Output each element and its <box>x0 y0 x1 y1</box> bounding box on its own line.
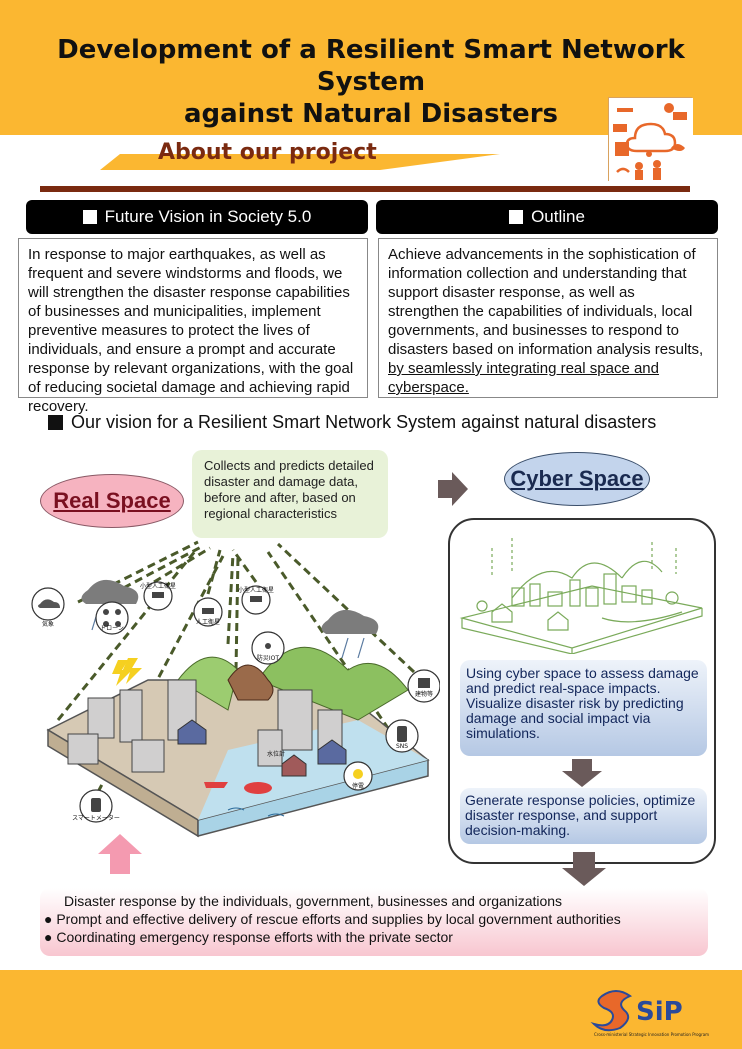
title-line-2: against Natural Disasters <box>183 99 558 129</box>
small-satellite-label-1: 小型人工衛星 <box>140 582 176 590</box>
outline-body: Achieve advancements in the sophisticati… <box>388 246 704 358</box>
about-highlight-bar <box>100 154 500 170</box>
sip-logo-subtitle: Cross-ministerial Strategic Innovation P… <box>594 1032 709 1037</box>
real-space-city-illustration: 気象 ドローン 小型人工衛星 人工衛星 小型人工衛星 防災IOT 建物等 SNS… <box>31 540 440 838</box>
vision-heading-row: Our vision for a Resilient Smart Network… <box>48 412 656 433</box>
real-space-label: Real Space <box>40 474 184 528</box>
section-divider <box>40 186 690 192</box>
cyber-space-text: Cyber Space <box>510 466 644 491</box>
cyber-city-illustration <box>459 538 703 654</box>
sip-logo-text: SiP <box>636 997 683 1027</box>
square-bullet-icon <box>48 415 63 430</box>
buildings-label: 建物等 <box>415 690 433 698</box>
sip-logo: SiP Cross-ministerial Strategic Innovati… <box>590 982 710 1040</box>
disaster-icon-illustration <box>608 97 693 182</box>
cyber-space-label: Cyber Space <box>504 452 650 506</box>
cyber-box1-text: Using cyber space to assess damage and p… <box>466 665 699 741</box>
small-satellite-label-2: 小型人工衛星 <box>238 586 274 594</box>
response-bullet: ● Prompt and effective delivery of rescu… <box>44 911 621 927</box>
iot-label: 防災IOT <box>257 654 279 662</box>
square-bullet-icon <box>509 210 524 224</box>
response-bullet: ● Coordinating emergency response effort… <box>44 929 453 945</box>
outline-header: Outline <box>376 200 718 234</box>
down-arrow-icon <box>562 852 606 886</box>
power-outage-label: 停電 <box>352 782 364 790</box>
drone-label: ドローン <box>100 625 124 632</box>
satellite-label: 人工衛星 <box>196 618 220 626</box>
about-heading: About our project <box>158 140 377 165</box>
right-arrow-icon <box>438 472 468 506</box>
outline-panel: Achieve advancements in the sophisticati… <box>378 238 718 398</box>
future-vision-panel: In response to major earthquakes, as wel… <box>18 238 368 415</box>
cyber-assessment-box: Using cyber space to assess damage and p… <box>460 660 707 756</box>
outline-body-underlined: by seamlessly integrating real space and… <box>388 360 659 396</box>
disaster-response-lead: Disaster response by the individuals, go… <box>64 893 563 909</box>
future-vision-heading: Future Vision in Society 5.0 <box>104 207 312 226</box>
collect-box: Collects and predicts detailed disaster … <box>192 450 388 538</box>
square-bullet-icon <box>82 210 97 224</box>
future-vision-body: In response to major earthquakes, as wel… <box>28 246 354 415</box>
page-title: Development of a Resilient Smart Network… <box>0 34 742 130</box>
water-gauge-label: 水位計 <box>267 750 285 758</box>
disaster-response-box: Disaster response by the individuals, go… <box>40 888 708 956</box>
cyber-response-box: Generate response policies, optimize dis… <box>460 788 707 844</box>
sns-label: SNS <box>396 743 408 750</box>
smart-meter-label: スマートメーター <box>72 814 120 822</box>
outline-heading: Outline <box>531 207 585 226</box>
down-arrow-icon <box>562 759 602 787</box>
title-line-1: Development of a Resilient Smart Network… <box>57 35 685 97</box>
real-space-text: Real Space <box>53 488 171 513</box>
future-vision-header: Future Vision in Society 5.0 <box>26 200 368 234</box>
weather-label: 気象 <box>42 620 54 628</box>
vision-heading: Our vision for a Resilient Smart Network… <box>71 412 657 432</box>
up-arrow-icon <box>98 834 142 874</box>
